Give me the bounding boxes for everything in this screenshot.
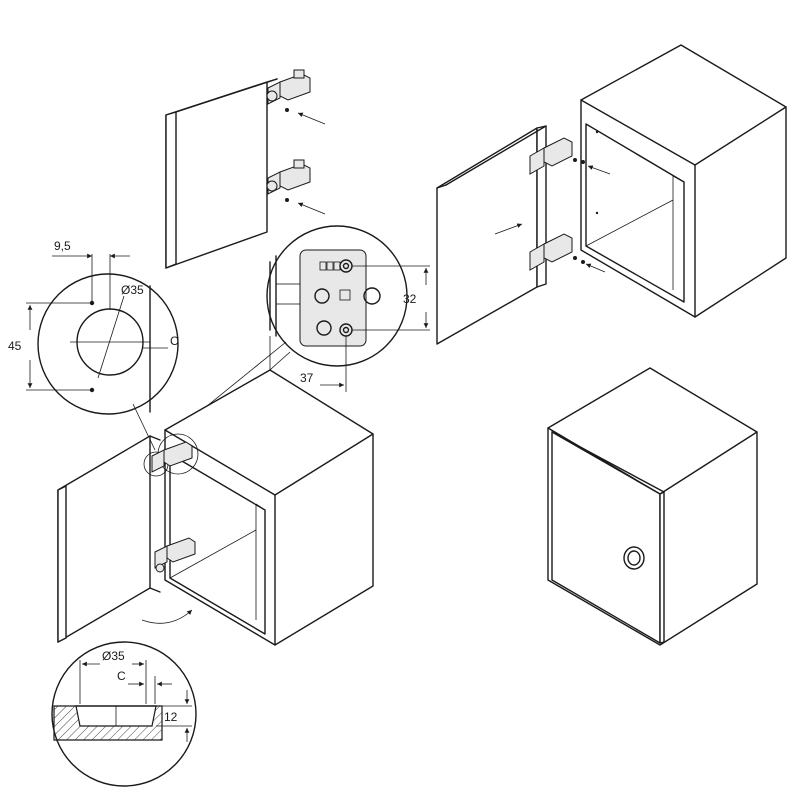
dimension-cup-diameter-top: Ø35 xyxy=(121,283,144,297)
dimension-45: 45 xyxy=(8,302,92,391)
detail-circle-mounting-plate xyxy=(266,225,408,367)
detail-circle-cup-top-view xyxy=(37,273,179,415)
hinge-step2-lower xyxy=(529,165,611,273)
cabinet-step2 xyxy=(580,44,787,318)
door-swing-arrow xyxy=(141,609,193,624)
hinge-step3-lower xyxy=(154,537,196,573)
dimension-label-c-top: C xyxy=(170,334,179,348)
dimension-label-12: 12 xyxy=(164,710,178,724)
cabinet-step3 xyxy=(164,369,374,646)
dimension-32: 32 xyxy=(352,265,430,331)
dimension-c-bottom: C xyxy=(117,669,172,704)
hinge-step1-upper xyxy=(266,69,311,105)
door-panel-step3-open xyxy=(57,435,161,643)
detail-circle-cup-section xyxy=(51,641,197,787)
hinge-step3-upper xyxy=(143,433,199,477)
dimension-12: 12 xyxy=(156,690,192,742)
dimension-label-37: 37 xyxy=(300,371,314,385)
cabinet-step4-closed xyxy=(547,367,758,646)
dimension-label-32: 32 xyxy=(403,292,417,306)
knob-icon xyxy=(623,546,645,570)
dimension-label-45: 45 xyxy=(8,339,22,353)
dimension-c-top: C xyxy=(143,334,179,349)
dimension-cup-diameter-bottom: Ø35 xyxy=(79,649,147,704)
dimension-label-9-5: 9,5 xyxy=(54,239,71,253)
dimension-label-c-bottom: C xyxy=(117,669,126,683)
hinge-step2-upper xyxy=(529,137,585,175)
door-panel-step1 xyxy=(165,78,278,269)
dimension-label-cup-diameter-bottom: Ø35 xyxy=(102,649,125,663)
screw-arrows-step1 xyxy=(285,108,326,215)
hinge-step1-lower xyxy=(266,159,311,195)
dimension-label-cup-diameter-top: Ø35 xyxy=(121,283,144,297)
dimension-9-5: 9,5 xyxy=(52,239,130,310)
